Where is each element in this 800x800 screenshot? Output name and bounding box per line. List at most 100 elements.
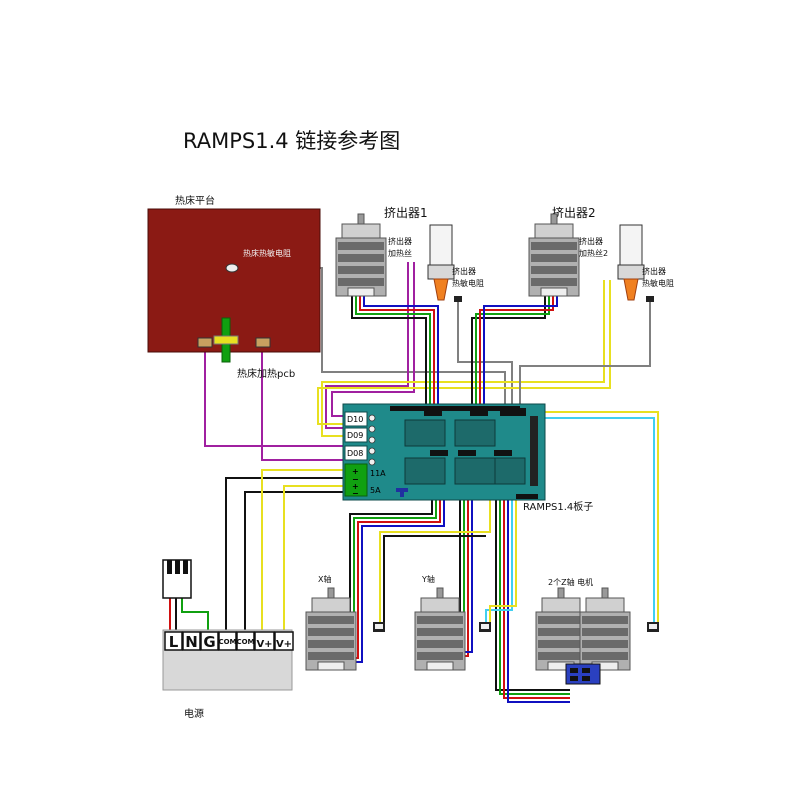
y-motor-body [414,587,466,671]
heatbed-thermistor [225,263,239,273]
x-endstop [373,622,385,632]
wiring [169,262,659,703]
extruder1-heater-label-1: 挤出器 [388,236,412,246]
power-minus-1: − [352,475,359,484]
psu-terminal-label: V+ [276,639,292,650]
psu-label: 电源 [184,707,204,720]
terminal-screw-3 [368,436,376,444]
ac-plug-pin-3 [183,560,188,574]
z-motor-wire-black [495,456,570,691]
z-motor-right [579,587,631,671]
power-5a-label: 5A [370,486,381,495]
heatbed-pad-right [255,337,271,348]
psu-vplus-wire-1 [261,469,345,630]
extruder2-heater-label-2: 加热丝2 [579,248,608,258]
x-endstop-wire-black [383,535,486,622]
extruder1-thermistor [454,296,462,302]
power-plus-1: + [352,467,359,476]
e0-motor-connector [424,408,442,416]
e2-motor-wire-blue [483,296,558,410]
y-motor-connector [458,450,476,456]
psu-terminal-label: COM [236,638,254,646]
extruder1-heater-block [429,224,453,266]
extruder2-nozzle [623,278,639,301]
board-jumper [396,488,408,492]
extruder2-heater-wire-1 [321,280,605,437]
psu-terminal-label: N [185,633,198,651]
heatbed-label: 热床平台 [175,194,215,207]
z-splitter-pin-1 [570,668,578,673]
pin-d10 [344,411,368,427]
power-minus-2: − [352,489,359,498]
driver-socket-e0 [404,419,446,447]
ac-plug-pin-1 [167,560,172,574]
thermistor-connector [500,408,526,416]
y-endstop-wire-yellow [489,456,517,622]
z-splitter-pin-3 [570,676,578,681]
z-endstop-wire-yellow [516,411,659,622]
z-splitter-pin-2 [582,668,590,673]
psu-com-wire-2 [244,491,345,630]
e2-motor-wire-red [479,296,554,410]
extruder1-heater-label-2: 加热丝 [388,248,412,258]
psu-terminal-box [200,631,219,651]
terminal-screw-4 [368,447,376,455]
x-motor-connector [430,450,448,456]
heatbed-heater-wire-1 [204,344,345,447]
ac-wire-green [181,598,209,630]
x-motor: X轴 [305,574,357,671]
heatbed-pcb-label: 热床加热pcb [237,367,295,380]
extruder1-heater-wire-2 [331,262,415,417]
heatbed-thermistor-label: 热床热敏电阻 [243,248,291,258]
power-plus-2: + [352,482,359,491]
board-jumper-stem [400,492,404,497]
z-motor-wire-blue [507,456,570,703]
driver-socket-z [494,457,526,485]
e1-motor-wire-black [351,296,427,410]
extruder2-motor [528,213,580,297]
extruder2-heater-block [619,224,643,266]
terminal-screw-5 [368,458,376,466]
y-motor: Y轴 [414,574,466,671]
pin-d08 [344,445,368,461]
heatbed-heater-wire-2 [261,344,345,461]
psu-com-wire-1 [225,477,345,630]
heatbed-pad-left [197,337,213,348]
extruder1-motor [335,213,387,297]
x-motor-body [305,587,357,671]
power-11a-label: 11A [370,469,386,478]
extruder1-title: 挤出器1 [384,205,428,220]
extruder2-thermistor-wire [519,300,651,408]
endstop-header [516,494,538,499]
extruder2-heater-wire-2 [317,280,611,425]
power-input-terminal [344,463,368,497]
pin-d09-label: D09 [347,431,363,440]
extruder1-thermistor-label-2: 热敏电阻 [452,278,484,288]
extruder2-title: 挤出器2 [552,205,596,220]
z-motor-left [535,587,587,671]
extruder1-hotend-mount [427,264,455,280]
ramps-board: D10 D09 D08 + − + − 11A 5A RAMPS1.4板子 [342,403,593,513]
psu-terminal-box [182,631,201,651]
psu-vplus-wire-2 [283,485,345,630]
e1-motor-wire-green [355,296,431,410]
e1-motor-wire-red [359,296,435,410]
terminal-screw-1 [368,414,376,422]
board-top-header [390,406,520,411]
extruder2-thermistor [646,296,654,302]
z-motor-connector [494,450,512,456]
z-endstop [647,622,659,632]
board-label: RAMPS1.4板子 [523,500,593,513]
z-splitter-pin-4 [582,676,590,681]
psu-terminal-label: V+ [256,639,272,650]
extruder2-hotend-mount [617,264,645,280]
psu-terminal-label: COM [218,638,236,646]
extruder1-thermistor-label-1: 挤出器 [452,266,476,276]
psu-terminal-label: L [169,633,179,651]
heatbed: 热床平台 热床热敏电阻 热床加热pcb [147,194,321,380]
board-right-header [530,416,538,486]
y-endstop [479,622,491,632]
